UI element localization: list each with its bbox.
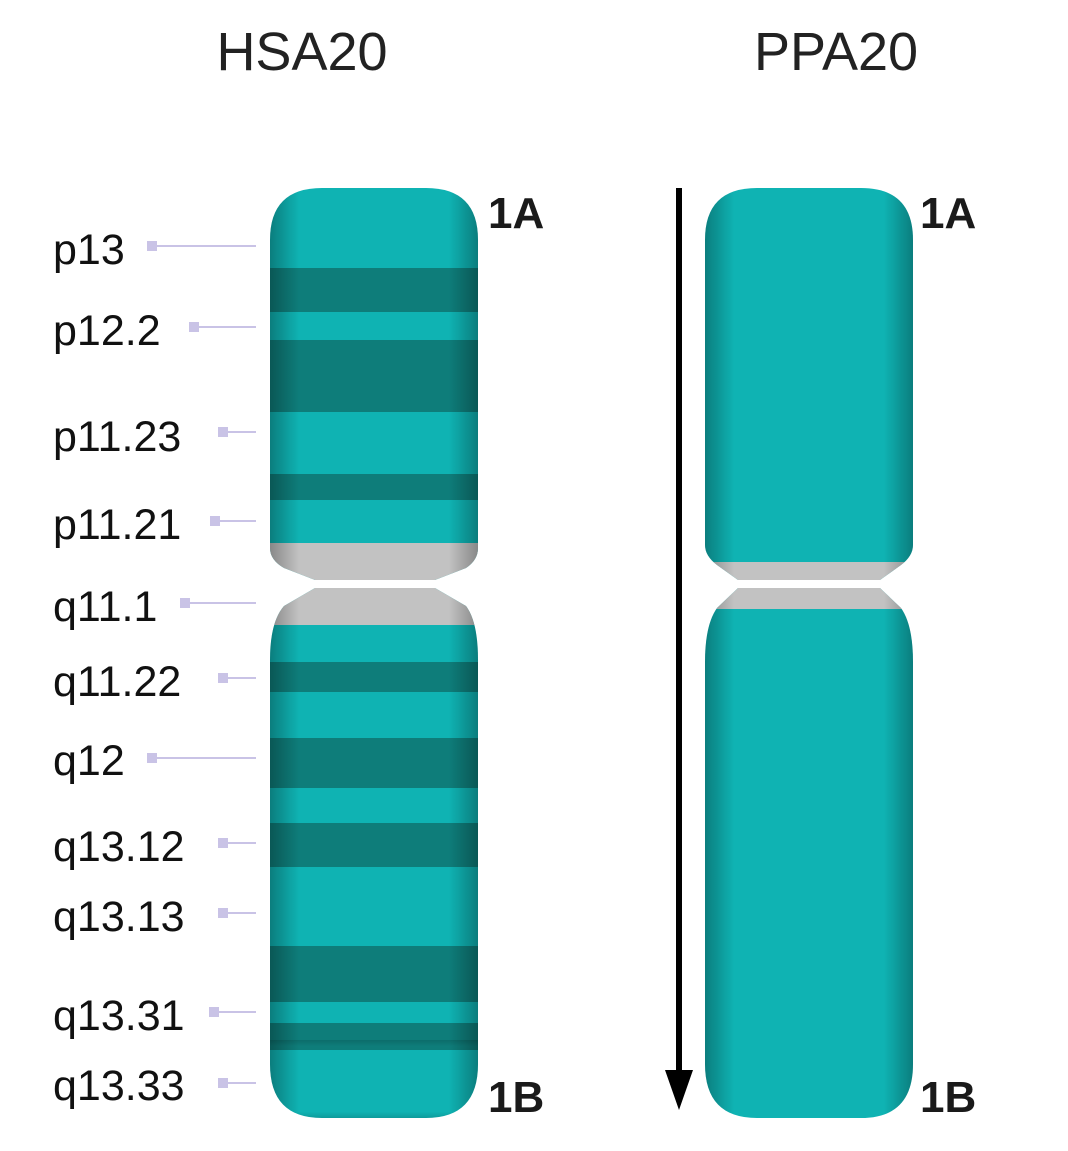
- band-label-text: p12.2: [53, 307, 161, 355]
- band-label-text: q12: [53, 737, 125, 785]
- band-label-q13-33: q13.33: [53, 1062, 256, 1110]
- band-label-text: q13.31: [53, 992, 185, 1040]
- right-chromosome-q-arm: [705, 588, 913, 1118]
- left-chromosome-p-arm: [270, 188, 478, 580]
- band-label-q11-22: q11.22: [53, 658, 256, 706]
- left-chromosome-title: HSA20: [216, 22, 387, 82]
- band-label-text: q13.33: [53, 1062, 185, 1110]
- band-label-p11-23: p11.23: [53, 413, 256, 461]
- band-label-text: q11.1: [53, 583, 157, 631]
- band-label-p13: p13: [53, 226, 256, 274]
- band-label-q13-31: q13.31: [53, 992, 256, 1040]
- right-chromosome-p-arm: [705, 188, 913, 580]
- right-chromosome-title: PPA20: [754, 22, 918, 82]
- band-label-text: p11.21: [53, 501, 181, 549]
- right-top-end-label: 1A: [920, 189, 976, 238]
- band-label-text: p11.23: [53, 413, 181, 461]
- band-label-q11-1: q11.1: [53, 583, 256, 631]
- down-arrow-icon: [665, 188, 693, 1110]
- band-label-p12-2: p12.2: [53, 307, 256, 355]
- left-bottom-end-label: 1B: [488, 1073, 544, 1122]
- band-label-group: p13 p12.2 p11.23 p11.21 q11.1 q11.22: [53, 226, 256, 1110]
- band-label-p11-21: p11.21: [53, 501, 256, 549]
- band-label-text: q11.22: [53, 658, 181, 706]
- left-top-end-label: 1A: [488, 189, 544, 238]
- band-label-text: p13: [53, 226, 125, 274]
- left-chromosome-q-arm: [270, 588, 478, 1118]
- band-label-q13-13: q13.13: [53, 893, 256, 941]
- band-label-text: q13.13: [53, 893, 185, 941]
- band-label-q13-12: q13.12: [53, 823, 256, 871]
- band-label-text: q13.12: [53, 823, 185, 871]
- band-label-q12: q12: [53, 737, 256, 785]
- right-bottom-end-label: 1B: [920, 1073, 976, 1122]
